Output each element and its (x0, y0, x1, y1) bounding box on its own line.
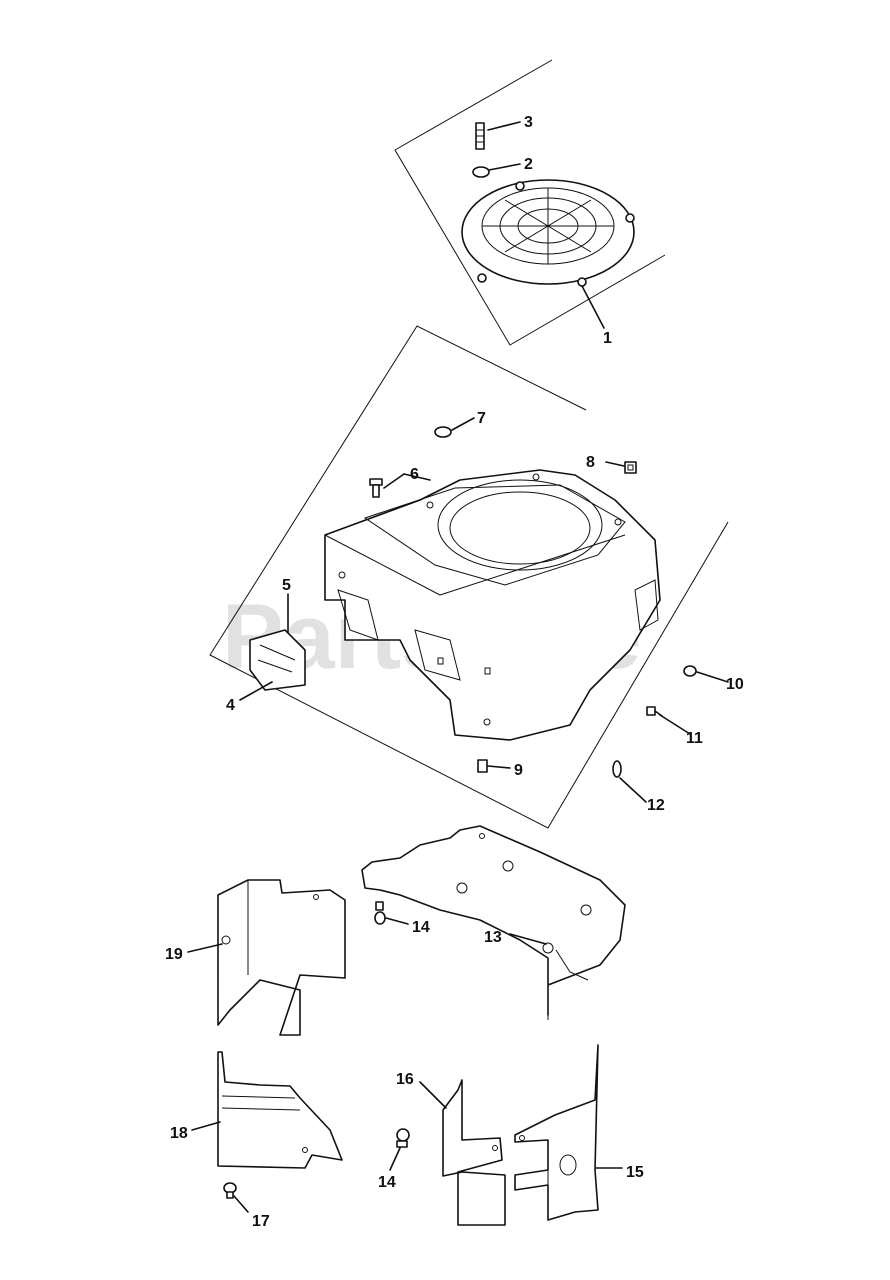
callout-13: 13 (484, 929, 502, 946)
part-17-screw[interactable] (223, 1182, 237, 1199)
callout-1: 1 (603, 330, 612, 347)
callout-14-lower: 14 (378, 1174, 396, 1191)
callout-2: 2 (524, 156, 533, 173)
part-7-plug[interactable] (434, 426, 452, 438)
part-5-baffle[interactable] (249, 629, 306, 691)
callout-17: 17 (252, 1213, 270, 1230)
group-panel-1 (394, 59, 666, 346)
part-14-screw-upper[interactable] (374, 901, 386, 925)
callout-19: 19 (165, 946, 183, 963)
callout-5: 5 (282, 577, 291, 594)
callout-14-upper: 14 (412, 919, 430, 936)
part-16-shroud[interactable] (442, 1079, 506, 1226)
callout-labels: 3 2 1 7 8 6 5 4 10 11 12 9 14 13 19 16 1… (165, 114, 744, 1230)
callout-15: 15 (626, 1164, 644, 1181)
leader-lines (187, 121, 729, 1213)
callout-7: 7 (477, 410, 486, 427)
part-12-screw[interactable] (612, 760, 622, 778)
part-4-blower-housing[interactable] (324, 469, 661, 741)
callout-8: 8 (586, 454, 595, 471)
callout-16: 16 (396, 1071, 414, 1088)
callout-4: 4 (226, 697, 235, 714)
callout-9: 9 (514, 762, 523, 779)
callout-18: 18 (170, 1125, 188, 1142)
part-15-shroud[interactable] (514, 1044, 599, 1221)
group-panel-2 (209, 325, 729, 829)
part-13-cylinder-shroud[interactable] (361, 825, 626, 1020)
part-8-nut[interactable] (624, 461, 637, 474)
callout-11: 11 (686, 730, 703, 747)
part-2-washer[interactable] (472, 166, 490, 178)
part-19-shroud[interactable] (217, 879, 346, 1036)
part-10-screw[interactable] (683, 665, 697, 677)
part-18-shroud[interactable] (217, 1051, 343, 1169)
callout-10: 10 (726, 676, 744, 693)
callout-3: 3 (524, 114, 533, 131)
part-3-screw[interactable] (475, 122, 485, 150)
callout-12: 12 (647, 797, 665, 814)
part-9-clip[interactable] (477, 759, 488, 773)
part-6-screw[interactable] (369, 478, 383, 498)
callout-6: 6 (410, 466, 419, 483)
part-14-screw-lower[interactable] (396, 1128, 410, 1148)
part-1-rotating-screen[interactable] (461, 179, 635, 287)
